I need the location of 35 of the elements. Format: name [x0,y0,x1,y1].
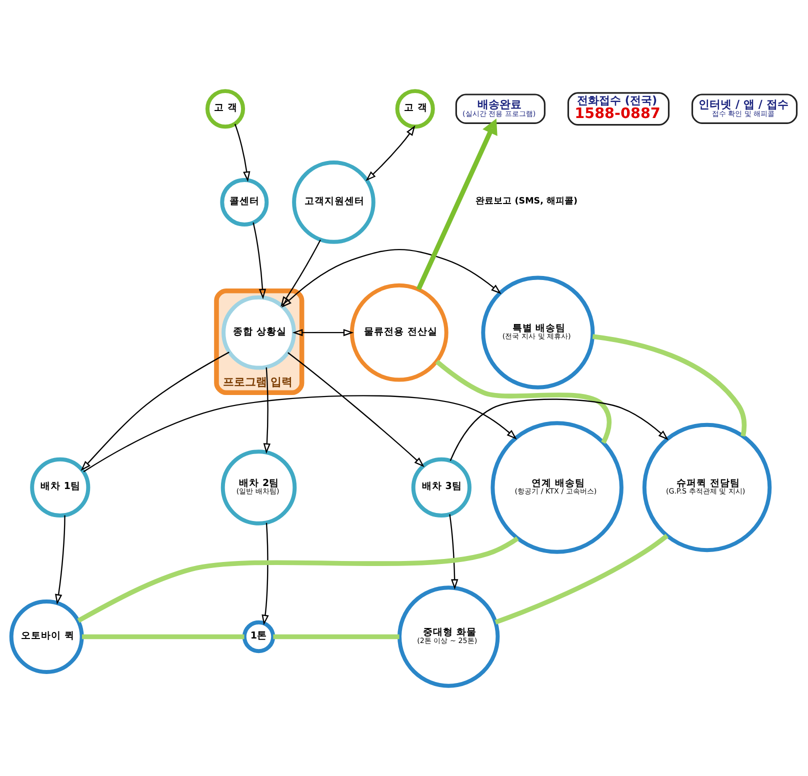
node-circle: 오토바이 퀵 [9,599,84,674]
arrow [288,352,424,467]
arrow [281,248,502,308]
arrow [450,398,668,461]
connector [82,634,244,639]
node-box: 배송완료 (실시간 전용 프로그램) [455,93,546,124]
node-circle: 특별 배송팀 (전국 지사 및 제휴사) [481,275,595,389]
node-circle: 고 객 [205,88,246,128]
edge-label: 완료보고 (SMS, 해피콜) [476,196,578,206]
arrow [416,118,498,290]
node-circle: 1톤 [242,620,276,653]
arrow [366,124,416,180]
node-circle: 물류전용 전산실 [350,282,448,382]
connector [592,334,747,436]
arrow [263,366,271,454]
node-circle: 슈퍼퀵 전담팀 (G.P.S 추적관제 및 지시) [642,422,772,552]
arrow [252,222,266,299]
arrow [292,328,354,336]
arrow [54,514,66,604]
node-circle: 배차 2팀 (일반 배차팀) [220,449,297,525]
arrow [262,522,269,625]
arrow [280,239,321,306]
connector [77,536,519,622]
node-circle: 콜센터 [220,177,269,226]
connector [273,634,400,639]
arrow [449,514,458,590]
connector [435,359,612,444]
node-circle: 중대형 화물 (2톤 이상 ~ 25톤) [398,585,500,688]
arrow [83,394,517,472]
node-circle: 연계 배송팀 (항공기 / KTX / 고속버스) [490,420,624,554]
node-circle: 고 객 [395,88,435,128]
node-box: 인터넷 / 앱 / 접수 접수 확인 및 해피콜 [691,93,798,124]
node-box: 전화접수 (전국) 1588-0887 [567,92,670,126]
connector [494,533,668,624]
arrow [234,123,250,182]
